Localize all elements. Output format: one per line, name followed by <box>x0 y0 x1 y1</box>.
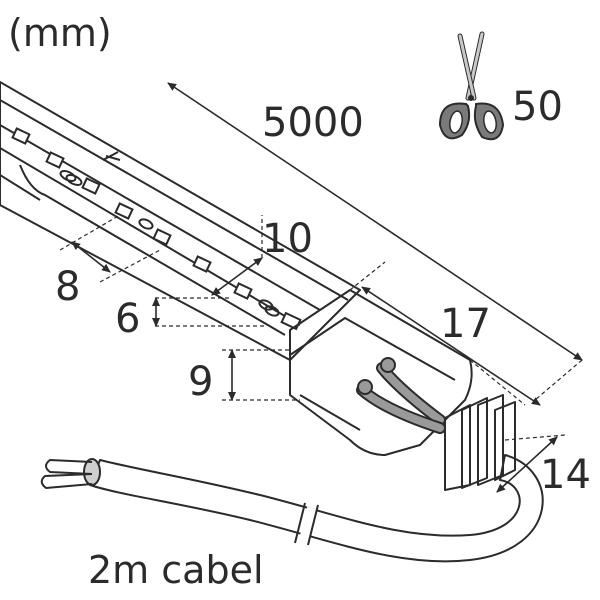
power-cable <box>40 454 544 563</box>
scissors-icon <box>438 31 505 141</box>
pitch-label: 8 <box>55 264 80 310</box>
led-chip <box>233 282 253 300</box>
width-label: 10 <box>262 216 313 262</box>
cable-length-label: 2m cabel <box>88 548 264 592</box>
cable-dimension-line <box>496 436 558 493</box>
end-cap-dimension-line <box>361 286 541 406</box>
length-label: 5000 <box>262 100 364 146</box>
width-dimension-line <box>211 257 263 296</box>
pitch-dimension-line <box>71 241 111 273</box>
led-chip <box>280 311 302 331</box>
led-height-label: 6 <box>115 296 140 342</box>
led-chip <box>81 177 101 195</box>
cut-unit-label: 50 <box>512 84 563 130</box>
led-chip <box>192 255 212 273</box>
led-chip <box>114 202 134 220</box>
unit-label: (mm) <box>8 11 112 55</box>
led-chip <box>45 151 65 169</box>
profile-height-label: 9 <box>188 359 213 405</box>
led-chip <box>152 228 172 246</box>
cable-diameter-label: 14 <box>540 452 591 498</box>
led-chip <box>11 127 31 145</box>
end-cap-label: 17 <box>440 301 491 347</box>
